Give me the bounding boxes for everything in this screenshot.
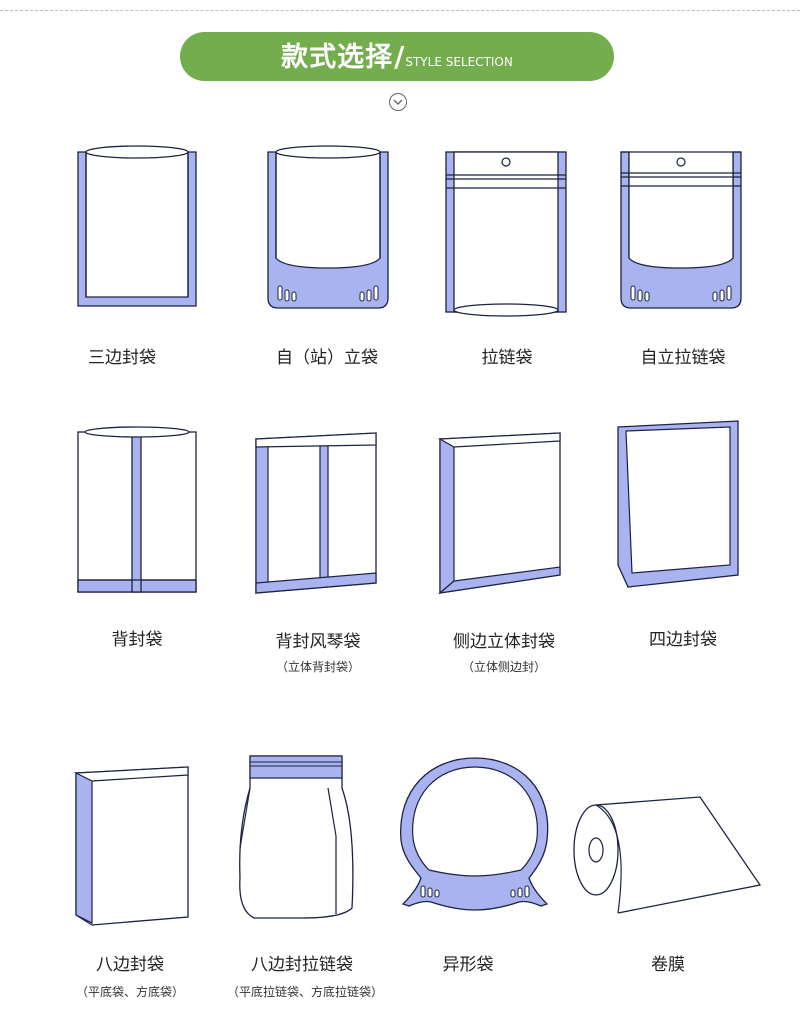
section-title-zh: 款式选择: [281, 42, 394, 73]
bag-name-stand-up-zipper: 自立拉链袋: [640, 348, 726, 368]
bag-name-shaped: 异形袋: [442, 955, 494, 975]
stand-up-zipper-bag-icon: [620, 151, 742, 309]
bag-sub-eight-side-zipper: （平底拉链袋、方底拉链袋）: [226, 985, 383, 999]
bag-name-back-seal: 背封袋: [111, 630, 163, 650]
bag-name-zipper: 拉链袋: [481, 348, 533, 368]
section-title-slash: /: [394, 40, 405, 73]
three-side-seal-bag-icon: [77, 145, 197, 307]
bag-name-back-seal-gusset: 背封风琴袋: [275, 632, 361, 652]
bag-name-eight-side-seal: 八边封袋: [96, 955, 164, 975]
back-seal-bag-icon: [77, 426, 197, 593]
section-title-banner: 款式选择/STYLE SELECTION: [180, 32, 614, 81]
section-title-en: STYLE SELECTION: [405, 55, 513, 69]
stand-up-bag-icon: [267, 145, 389, 309]
bag-name-stand-up: 自（站）立袋: [276, 348, 378, 368]
side-gusset-bag-icon: [437, 432, 561, 595]
bag-name-eight-side-zipper: 八边封拉链袋: [251, 955, 353, 975]
bag-sub-back-seal-gusset: （立体背封袋）: [275, 660, 360, 674]
bag-name-three-side-seal: 三边封袋: [88, 348, 156, 368]
four-side-seal-bag-icon: [617, 420, 739, 588]
film-roll-icon: [573, 796, 762, 914]
eight-side-seal-bag-icon: [73, 766, 189, 926]
bag-sub-side-gusset: （立体侧边封）: [461, 660, 546, 674]
bag-sub-eight-side-seal: （平底袋、方底袋）: [75, 985, 184, 999]
zipper-bag-icon: [445, 151, 567, 317]
chevron-down-icon: [389, 93, 407, 111]
eight-side-zipper-bag-icon: [239, 755, 354, 919]
bag-name-side-gusset: 侧边立体封袋: [453, 632, 555, 652]
top-dashed-divider: [0, 10, 800, 11]
bag-name-film-roll: 卷膜: [651, 955, 685, 975]
bag-name-four-side-seal: 四边封袋: [649, 630, 717, 650]
back-seal-gusset-bag-icon: [255, 432, 377, 595]
shaped-bag-icon: [400, 757, 549, 911]
